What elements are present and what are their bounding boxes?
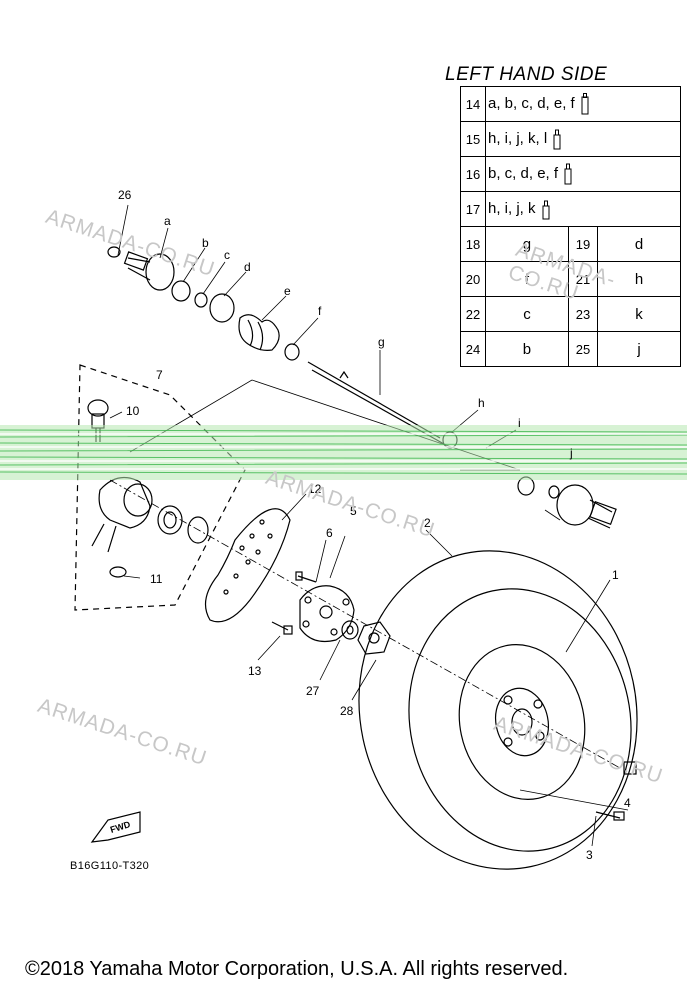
grease-tube-icon [542, 200, 550, 220]
kit-row: 14 a, b, c, d, e, f [460, 86, 681, 122]
hub [299, 585, 355, 643]
band-d [209, 293, 235, 323]
kit-letters: b, c, d, e, f [488, 164, 559, 182]
part-letter: h [597, 261, 681, 297]
callout-g: g [378, 335, 385, 349]
kit-number: 14 [460, 86, 486, 122]
kit-number: 15 [460, 121, 486, 157]
callout-h: h [478, 396, 485, 410]
kit-letters: h, i, j, k [488, 199, 536, 217]
knuckle [91, 476, 153, 553]
callout-3: 3 [586, 848, 593, 862]
part-number: 24 [460, 331, 486, 367]
circlip-bearing [187, 516, 209, 544]
kit-contents: h, i, j, k, l [485, 121, 681, 157]
part-number: 22 [460, 296, 486, 332]
table-title: LEFT HAND SIDE [445, 64, 608, 85]
kit-row: 16 b, c, d, e, f [460, 156, 681, 192]
callout-4: 4 [624, 796, 631, 810]
left-hand-side-table: 14 a, b, c, d, e, f 15 h, i, j, k, l 16 … [460, 86, 681, 367]
bolt-13 [271, 621, 293, 635]
grease-tube-icon [553, 129, 561, 150]
band-c [194, 292, 208, 308]
band-f [284, 343, 300, 361]
kit-number: 17 [460, 191, 486, 227]
callout-f: f [318, 304, 322, 318]
boot-e [238, 314, 280, 351]
part-letter: d [597, 226, 681, 262]
callout-13: 13 [248, 664, 262, 678]
part-letter: b [485, 331, 569, 367]
kit-number: 16 [460, 156, 486, 192]
callout-c: c [224, 248, 230, 262]
callout-b: b [202, 236, 209, 250]
callout-d: d [244, 260, 251, 274]
callout-10: 10 [126, 404, 140, 418]
wheel-1 [458, 644, 586, 800]
tire-2 [358, 550, 638, 870]
part-letter: j [597, 331, 681, 367]
part-number: 18 [460, 226, 486, 262]
part-number: 20 [460, 261, 486, 297]
kit-row: 17 h, i, j, k [460, 191, 681, 227]
bearing [157, 505, 183, 535]
callout-j: j [570, 446, 573, 460]
bolt-6 [295, 571, 317, 583]
kit-contents: a, b, c, d, e, f [485, 86, 681, 122]
kit-letters: h, i, j, k, l [488, 129, 548, 147]
grease-tube-icon [581, 93, 589, 115]
part-number: 23 [567, 296, 599, 332]
grease-tube-icon [564, 163, 572, 185]
part-number: 25 [567, 331, 599, 367]
callout-26: 26 [118, 188, 132, 202]
callout-7: 7 [156, 368, 163, 382]
brake-disc-12 [204, 508, 291, 623]
callout-12: 12 [308, 482, 322, 496]
part-letter: k [597, 296, 681, 332]
washer-27 [341, 620, 359, 640]
callout-5: 5 [350, 504, 357, 518]
fwd-arrow-icon [90, 811, 141, 843]
callout-28: 28 [340, 704, 354, 718]
part-letter: c [485, 296, 569, 332]
nut-4 [623, 761, 637, 775]
kit-row: 15 h, i, j, k, l [460, 121, 681, 157]
circlip-26 [107, 246, 121, 258]
diagram-code: B16G110-T320 [70, 860, 150, 872]
copyright-footer: ©2018 Yamaha Motor Corporation, U.S.A. A… [25, 958, 569, 980]
kit-contents: b, c, d, e, f [485, 156, 681, 192]
clip-b [171, 280, 191, 302]
pair-row: 22 c 23 k [460, 296, 681, 332]
callout-6: 6 [326, 526, 333, 540]
callout-i: i [518, 416, 521, 430]
scan-noise-band [0, 425, 687, 480]
callout-1: 1 [612, 568, 619, 582]
callout-a: a [164, 214, 171, 228]
callout-27: 27 [306, 684, 320, 698]
callout-e: e [284, 284, 291, 298]
cv-joint-inner [517, 476, 617, 529]
pair-row: 18 g 19 d [460, 226, 681, 262]
circlip-11 [109, 566, 127, 578]
callout-2: 2 [424, 516, 431, 530]
kit-letters: a, b, c, d, e, f [488, 94, 575, 112]
valve-3 [595, 811, 625, 821]
callout-11: 11 [150, 572, 163, 586]
cv-joint-outer [123, 251, 175, 291]
nut-28 [357, 621, 391, 655]
kit-contents: h, i, j, k [485, 191, 681, 227]
pair-row: 24 b 25 j [460, 331, 681, 367]
